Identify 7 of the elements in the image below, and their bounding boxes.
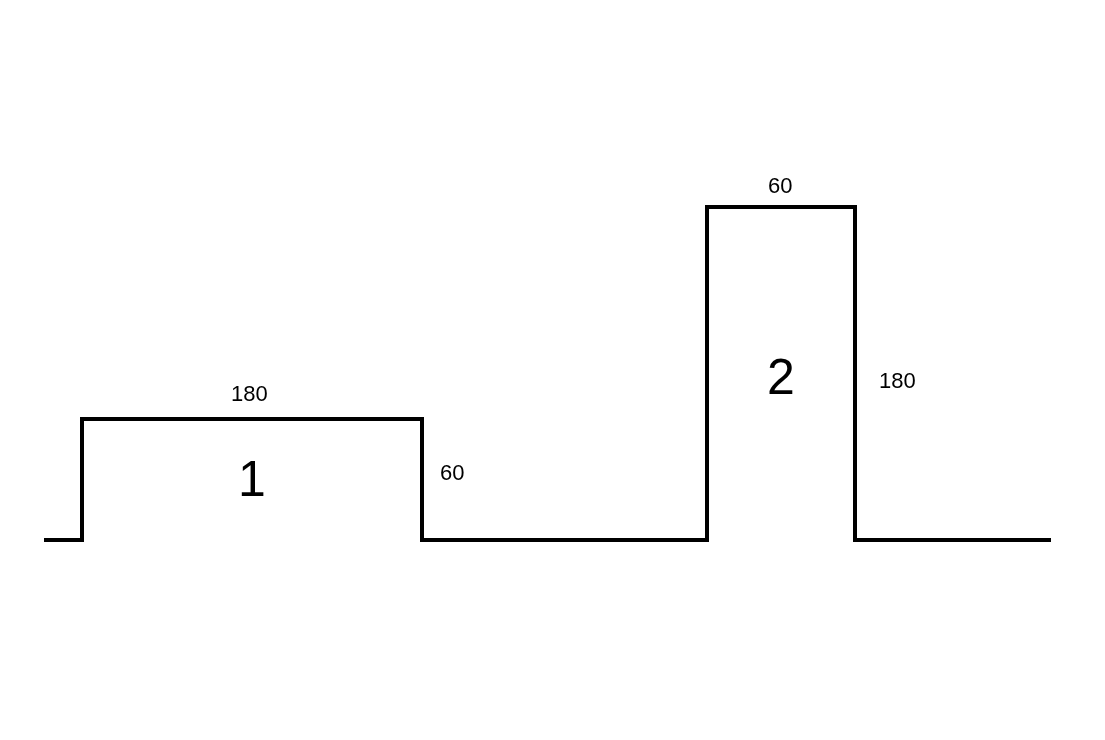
block-outline bbox=[80, 417, 424, 542]
dimension-label: 180 bbox=[231, 381, 268, 407]
dimension-label: 60 bbox=[768, 173, 793, 199]
dimension-label: 180 bbox=[879, 368, 916, 394]
block-number: 2 bbox=[766, 349, 796, 405]
dimension-label: 60 bbox=[440, 460, 465, 486]
block-number: 1 bbox=[237, 451, 267, 507]
